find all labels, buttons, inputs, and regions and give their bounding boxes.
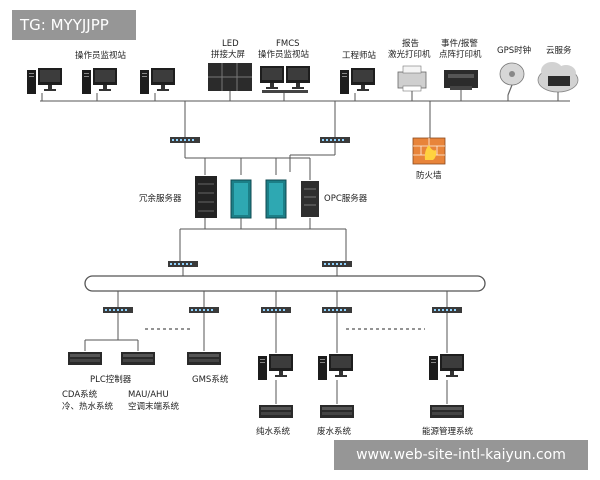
upper-switch-right [320, 137, 350, 143]
ring-network [84, 275, 486, 292]
watermark-bottom-right: www.web-site-intl-kaiyun.com [334, 440, 588, 470]
label-report-line1: 报告 [402, 38, 419, 49]
label-led-line1: LED [222, 39, 239, 49]
server-to-lower-switch-links [179, 218, 347, 262]
label-gms: GMS系统 [192, 374, 229, 385]
top-bus-lines [40, 90, 570, 138]
field-switch-5 [432, 307, 462, 313]
energy-workstation[interactable] [429, 354, 464, 380]
label-operator-station: 操作员监视站 [75, 50, 127, 61]
pure-water-controller [259, 405, 293, 418]
ring-drop-lines [117, 291, 448, 307]
watermark-top-left: TG: MYYJJPP [12, 10, 136, 40]
label-energy: 能源管理系统 [422, 426, 474, 437]
engineer-station[interactable] [340, 68, 375, 94]
label-report-line2: 激光打印机 [388, 49, 431, 60]
field-switch-3 [261, 307, 291, 313]
label-pure-water: 纯水系统 [256, 426, 291, 437]
pure-water-workstation[interactable] [258, 354, 293, 380]
label-mau-line1: MAU/AHU [128, 390, 169, 400]
lower-switch-left [168, 261, 198, 267]
label-firewall: 防火墙 [416, 170, 442, 181]
led-video-wall[interactable] [208, 63, 252, 91]
label-gps: GPS时钟 [497, 45, 531, 56]
label-waste-water: 废水系统 [317, 426, 352, 437]
field-links [84, 313, 448, 404]
teal-server-left [230, 179, 252, 219]
operator-station-2[interactable] [82, 68, 117, 94]
fmcs-operator-station[interactable] [260, 66, 310, 93]
label-cda-line2: 冷、热水系统 [62, 401, 114, 412]
teal-server-right [265, 179, 287, 219]
label-cloud: 云服务 [546, 45, 572, 56]
redundant-server-rack [195, 176, 217, 218]
label-event-line2: 点阵打印机 [439, 49, 482, 60]
label-cda-line1: CDA系统 [62, 389, 98, 400]
cloud-icon [537, 62, 579, 93]
label-redundant-server: 冗余服务器 [139, 193, 182, 204]
operator-station-3[interactable] [140, 68, 175, 94]
field-switch-4 [322, 307, 352, 313]
laser-printer[interactable] [397, 65, 427, 92]
label-mau-line2: 空调末端系统 [128, 401, 180, 412]
gps-dish-icon [499, 62, 525, 96]
field-switch-2 [189, 307, 219, 313]
energy-controller [430, 405, 464, 418]
waste-water-workstation[interactable] [318, 354, 353, 380]
operator-station-1[interactable] [27, 68, 62, 94]
upper-switch-left [170, 137, 200, 143]
server-links [184, 143, 336, 180]
dot-matrix-printer[interactable] [444, 70, 478, 90]
label-opc-server: OPC服务器 [324, 193, 368, 204]
mau-controller [121, 352, 155, 365]
lower-switch-right [322, 261, 352, 267]
label-led-line2: 拼接大屏 [211, 49, 246, 60]
label-engineer: 工程师站 [342, 50, 377, 61]
field-switch-1 [103, 307, 133, 313]
waste-water-controller [320, 405, 354, 418]
label-plc: PLC控制器 [90, 374, 132, 385]
lower-switch-to-ring-links [182, 267, 338, 276]
gms-controller [187, 352, 221, 365]
cda-controller [68, 352, 102, 365]
opc-server-rack [301, 181, 319, 217]
label-fmcs-line2: 操作员监视站 [258, 49, 310, 60]
firewall-icon [412, 137, 446, 165]
label-fmcs-line1: FMCS [276, 39, 300, 49]
label-event-line1: 事件/报警 [441, 38, 478, 49]
